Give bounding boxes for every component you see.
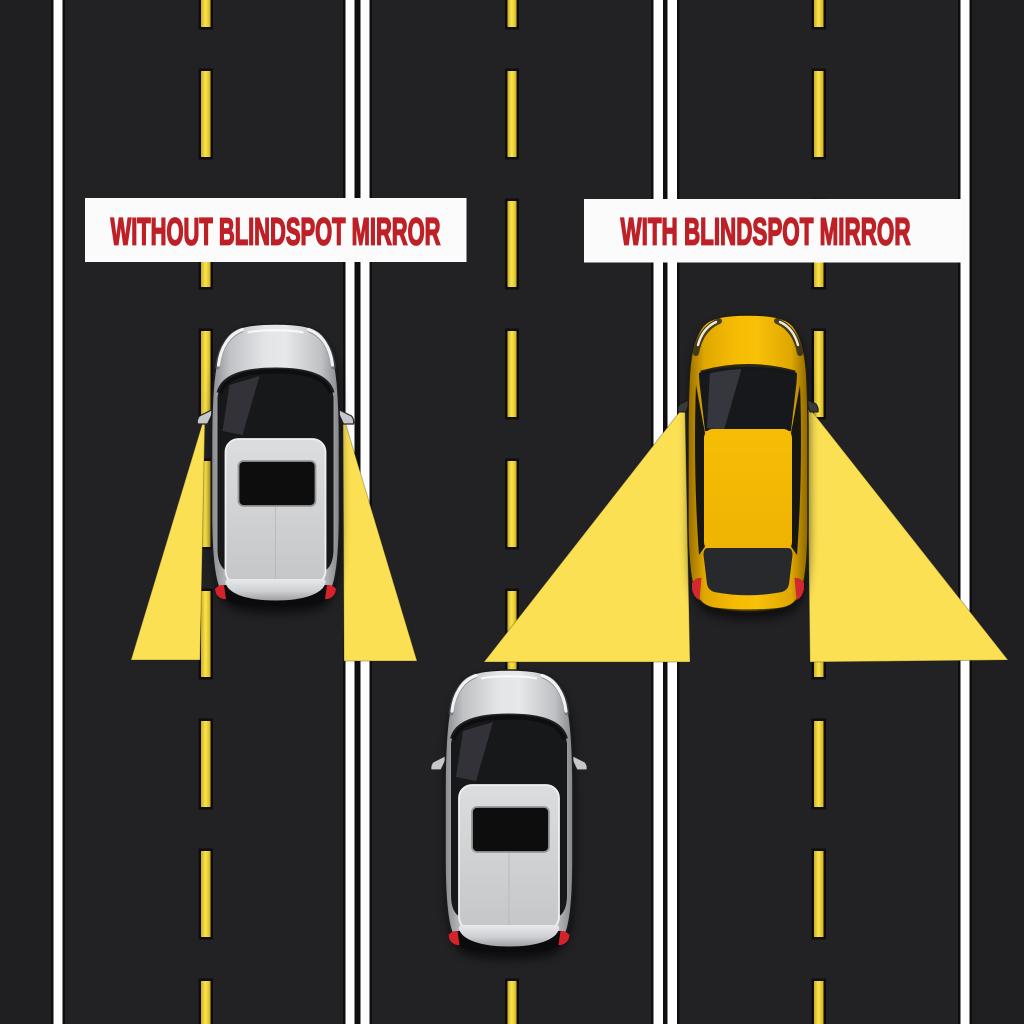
svg-text:WITH BLINDSPOT MIRROR: WITH BLINDSPOT MIRROR xyxy=(621,212,911,254)
svg-text:WITHOUT BLINDSPOT MIRROR: WITHOUT BLINDSPOT MIRROR xyxy=(111,212,441,254)
